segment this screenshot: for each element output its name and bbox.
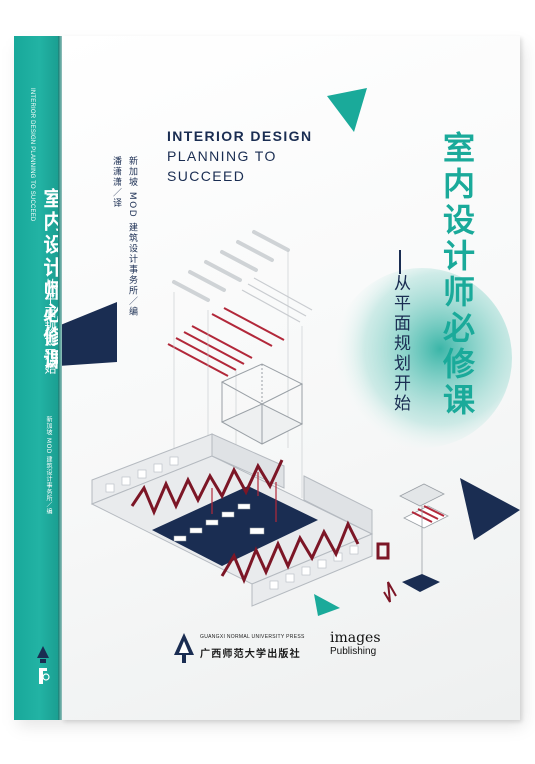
cover-illustration — [62, 88, 520, 616]
crimson-frame-detail — [376, 542, 390, 560]
spine-authors: 新加坡 MOD 建筑设计事务所／编 — [45, 416, 52, 515]
spine-edge — [58, 36, 64, 720]
small-fixture-layer — [241, 277, 313, 323]
publisher-logo-icon — [174, 633, 194, 663]
crimson-trusses — [130, 459, 360, 584]
glass-box — [220, 363, 304, 445]
wall-windows — [105, 456, 359, 590]
red-posts — [211, 472, 277, 522]
publisher-chinese-name: 广西师范大学出版社 — [200, 649, 301, 660]
english-title-line3: SUCCEED — [167, 168, 246, 184]
navy-base-detail — [402, 574, 440, 592]
furniture — [173, 503, 265, 542]
crimson-truss-detail — [383, 581, 397, 603]
spine-chinese-title: 室内设计师必修课 — [40, 188, 60, 372]
translator-credit: 潘潇潇／译 — [111, 156, 121, 209]
guide-lines — [173, 250, 303, 506]
cover-english-title: INTERIOR DESIGN PLANNING TO SUCCEED — [167, 126, 312, 186]
ceiling-bars — [172, 230, 290, 302]
teal-triangle-top — [327, 88, 367, 132]
cover-subtitle: 从平面规划开始 — [390, 274, 410, 414]
navy-triangle-left — [62, 302, 117, 366]
cover-chinese-title: 室内设计师必修课 — [438, 131, 476, 419]
red-duct-layer — [167, 307, 285, 377]
spine-english-title: INTERIOR DESIGN PLANNING TO SUCCEED — [29, 88, 35, 222]
subtitle-dash — [399, 250, 401, 274]
publisher-english-name: GUANGXI NORMAL UNIVERSITY PRESS — [200, 634, 305, 640]
english-title-line1: INTERIOR DESIGN — [167, 128, 313, 144]
images-imprint-publishing: Publishing — [330, 646, 377, 657]
publisher-row: GUANGXI NORMAL UNIVERSITY PRESS 广西师范大学出版… — [172, 631, 512, 671]
spine-publisher-logo-icon — [37, 646, 50, 684]
book-spine: INTERIOR DESIGN PLANNING TO SUCCEED 室内设计… — [14, 36, 60, 720]
images-imprint-logo: images — [330, 630, 381, 646]
front-cover: INTERIOR DESIGN PLANNING TO SUCCEED 潘潇潇／… — [62, 36, 520, 720]
navy-triangle-right — [460, 478, 520, 540]
editor-credit: 新加坡 MOD 建筑设计事务所／编 — [127, 156, 137, 318]
spine-subtitle: 从平面规划开始 — [43, 278, 57, 376]
teal-circle-decoration — [332, 268, 512, 448]
right-detail-stack — [399, 483, 449, 584]
english-title-line2: PLANNING TO — [167, 148, 277, 164]
teal-triangle-bottom — [314, 594, 340, 616]
